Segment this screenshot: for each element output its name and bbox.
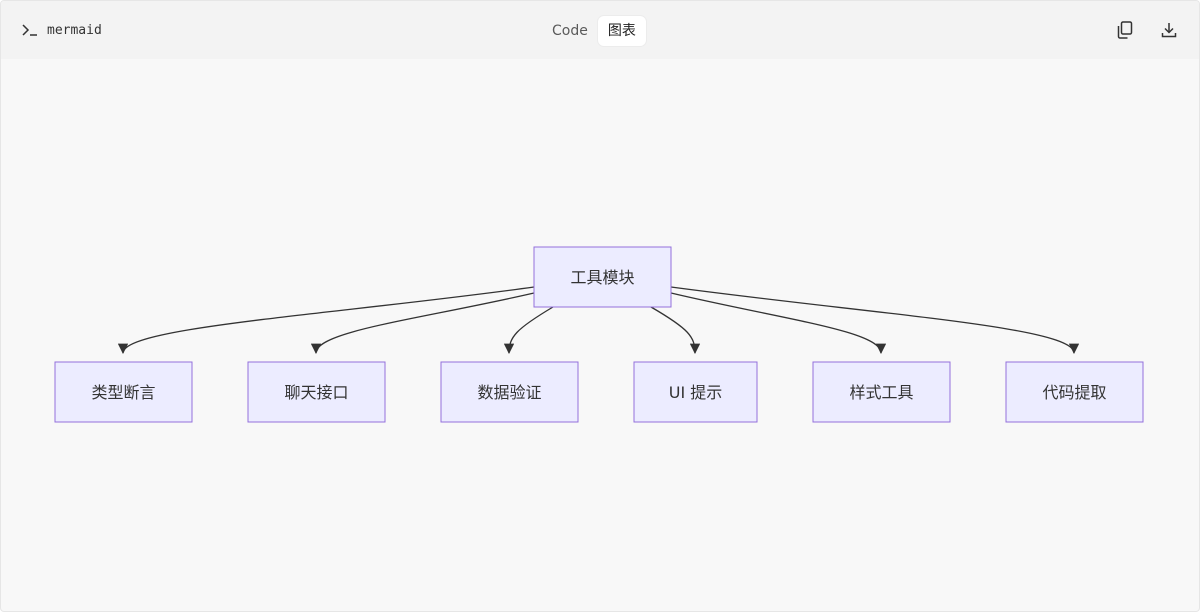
node-type-assertion: 类型断言: [54, 361, 193, 423]
node-root-label: 工具模块: [570, 268, 634, 287]
download-icon: [1161, 23, 1177, 38]
terminal-icon: [21, 22, 39, 38]
node-label: UI 提示: [669, 383, 723, 402]
edge-root-to-type-assertion: [117, 286, 535, 355]
node-ui-hint: UI 提示: [633, 361, 758, 423]
node-label: 代码提取: [1042, 383, 1106, 402]
language-indicator: mermaid: [21, 22, 102, 38]
edges: [117, 286, 1080, 355]
edge-root-to-style-tools: [670, 292, 887, 355]
flowchart-svg: 工具模块 类型断言 聊天接口 数据验证 UI 提示 样式工具: [54, 246, 1144, 423]
node-root: 工具模块: [533, 246, 672, 308]
node-label: 聊天接口: [284, 383, 348, 402]
download-button[interactable]: [1159, 20, 1179, 40]
header-actions: [1115, 20, 1179, 40]
edge-root-to-code-extract: [670, 286, 1080, 355]
node-label: 样式工具: [849, 383, 913, 402]
diagram-canvas: 工具模块 类型断言 聊天接口 数据验证 UI 提示 样式工具: [1, 59, 1199, 611]
copy-icon: [1117, 21, 1133, 39]
language-label: mermaid: [47, 22, 102, 38]
edge-root-to-ui-hint: [650, 306, 701, 355]
node-label: 类型断言: [91, 383, 155, 402]
node-style-tools: 样式工具: [812, 361, 951, 423]
node-code-extract: 代码提取: [1005, 361, 1144, 423]
node-label: 数据验证: [477, 383, 541, 402]
tab-diagram[interactable]: 图表: [597, 16, 646, 46]
edge-root-to-data-validation: [503, 306, 554, 355]
node-data-validation: 数据验证: [440, 361, 579, 423]
code-block-header: mermaid Code 图表: [1, 1, 1199, 59]
copy-button[interactable]: [1115, 20, 1135, 40]
view-tabs: Code 图表: [542, 16, 646, 46]
node-chat-interface: 聊天接口: [247, 361, 386, 423]
edge-root-to-chat-interface: [310, 292, 535, 355]
tab-code[interactable]: Code: [552, 23, 588, 39]
